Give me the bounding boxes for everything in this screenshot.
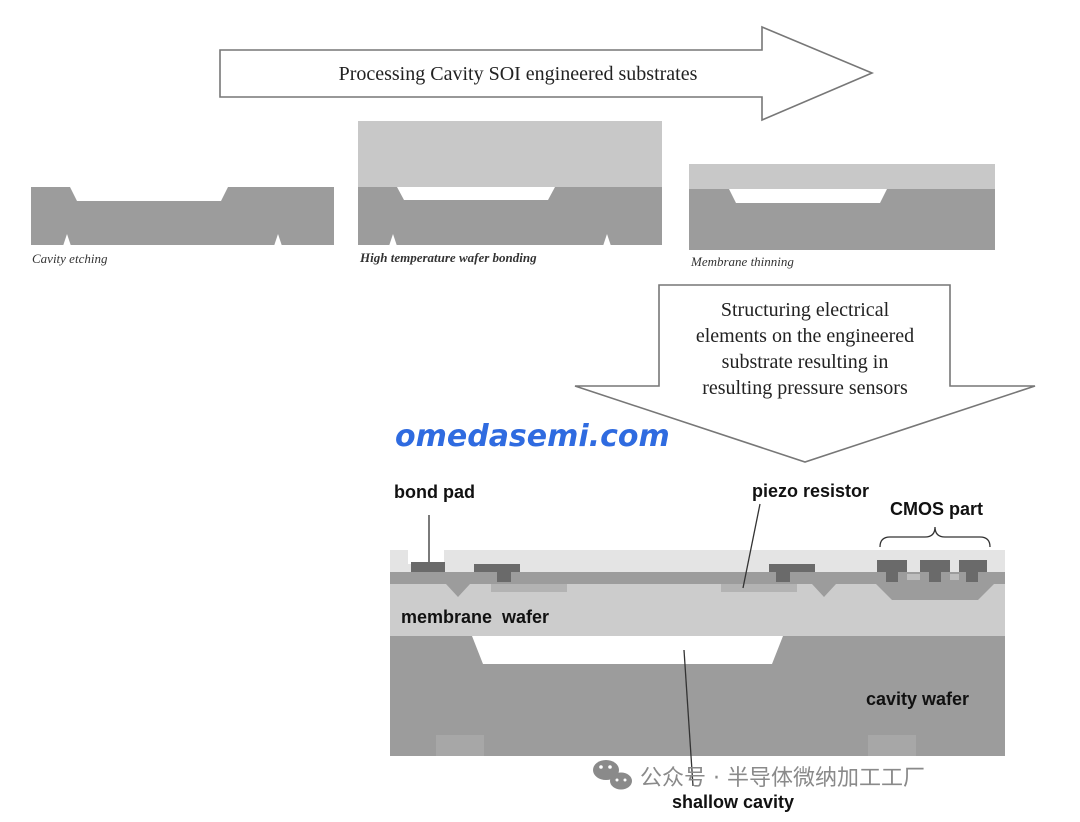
shallow-cavity-label: shallow cavity: [672, 792, 794, 812]
thinned-membrane: [689, 164, 995, 189]
wechat-account-text: 公众号 · 半导体微纳加工工厂: [640, 766, 925, 791]
wechat-footer: 公众号 · 半导体微纳加工工厂: [593, 760, 925, 791]
membrane-wafer-label: membrane wafer: [401, 607, 549, 627]
cmos-strip: [950, 574, 959, 580]
sealed-cavity: [397, 187, 555, 200]
structuring-arrow-line: elements on the engineered: [696, 325, 914, 347]
bonded-top-wafer: [358, 121, 662, 187]
structuring-arrow-line: resulting pressure sensors: [702, 377, 908, 399]
metal-contact: [769, 564, 815, 572]
device-layer: [390, 572, 1005, 584]
structuring-arrow-line: Structuring electrical: [721, 299, 890, 321]
step-wafer-bonding: High temperature wafer bonding: [358, 121, 662, 265]
passivation-layer: [390, 550, 1005, 572]
cmos-via: [966, 572, 978, 582]
cmos-gate: [877, 560, 907, 572]
step-caption: Cavity etching: [32, 251, 108, 266]
sealed-cavity: [729, 189, 887, 203]
step-caption: High temperature wafer bonding: [359, 250, 537, 265]
cmos-brace-icon: [879, 526, 991, 548]
step-cavity-etching: Cavity etching: [31, 187, 334, 266]
etched-cavity: [70, 187, 228, 201]
cmos-gate: [959, 560, 987, 572]
alignment-notch: [274, 234, 282, 246]
cmos-part-label: CMOS part: [890, 499, 983, 519]
site-watermark: omedasemi.com: [395, 419, 670, 454]
step-membrane-thinning: Membrane thinning: [689, 164, 995, 269]
bond-pad-element: [411, 562, 445, 572]
structuring-arrow: Structuring electrical elements on the e…: [574, 284, 1036, 463]
cavity-wafer-label: cavity wafer: [866, 689, 969, 709]
alignment-notch: [389, 234, 397, 246]
cmos-gate: [920, 560, 950, 572]
piezo-resistor-implant: [491, 584, 567, 592]
label-leader-lines: [428, 503, 991, 787]
v-groove: [446, 584, 470, 597]
piezo-resistor-leader: [742, 503, 761, 589]
piezo-resistor-implant: [721, 584, 797, 592]
shallow-cavity-leader: [683, 649, 694, 787]
substrate-marker: [868, 735, 916, 756]
cmos-strip: [907, 574, 920, 580]
alignment-notch: [603, 234, 611, 246]
process-arrow: Processing Cavity SOI engineered substra…: [219, 25, 875, 122]
metal-contact: [474, 564, 520, 572]
pressure-sensor-cross-section: [390, 550, 1005, 756]
bond-pad-label: bond pad: [394, 482, 475, 502]
structuring-arrow-line: substrate resulting in: [722, 351, 889, 373]
cmos-well: [876, 584, 994, 600]
process-arrow-label: Processing Cavity SOI engineered substra…: [339, 63, 698, 85]
bond-pad-opening: [408, 550, 444, 564]
cmos-via: [886, 572, 898, 582]
v-groove: [812, 584, 836, 597]
shallow-cavity-shape: [472, 636, 783, 664]
substrate-marker: [436, 735, 484, 756]
piezo-resistor-label: piezo resistor: [752, 481, 869, 501]
wechat-icon: [593, 760, 632, 790]
metal-contact-via: [497, 572, 511, 582]
step-caption: Membrane thinning: [690, 254, 794, 269]
alignment-notch: [63, 234, 71, 246]
metal-contact-via: [776, 572, 790, 582]
cmos-via: [929, 572, 941, 582]
